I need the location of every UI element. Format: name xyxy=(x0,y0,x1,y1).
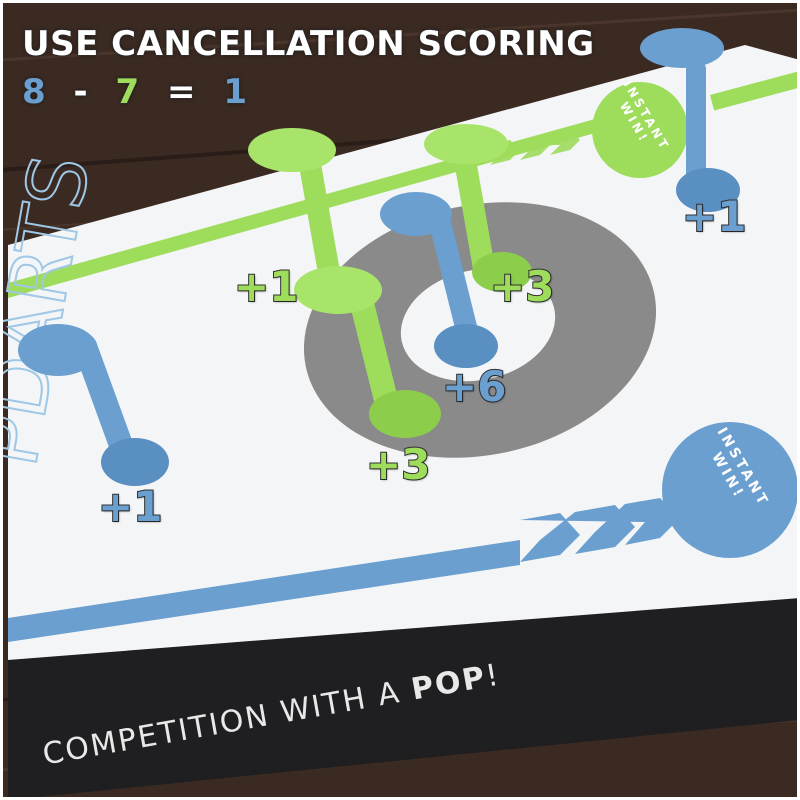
instant-win-circle-top xyxy=(592,82,688,178)
score-blue-left: +1 xyxy=(97,481,163,532)
green-dart-center xyxy=(424,124,532,292)
green-total: 7 xyxy=(115,71,141,113)
score-green-left: +1 xyxy=(233,261,299,312)
board-side xyxy=(8,595,800,800)
blue-dart-left xyxy=(18,324,169,486)
blue-chevrons xyxy=(520,498,680,562)
blue-dart-center xyxy=(380,192,498,368)
result: 1 xyxy=(223,71,249,113)
instant-win-circle-bottom xyxy=(662,422,798,558)
green-dart-lower xyxy=(294,266,441,438)
scoring-equation: 8 - 7 = 1 xyxy=(21,71,262,113)
score-green-lower: +3 xyxy=(365,439,431,490)
blue-dart-top-right xyxy=(640,28,740,212)
blue-stripe xyxy=(8,540,520,642)
green-dart-left xyxy=(248,128,343,297)
blue-total: 8 xyxy=(21,71,47,113)
score-green-center: +3 xyxy=(489,261,555,312)
score-blue-center: +6 xyxy=(441,361,507,412)
equals-sign: = xyxy=(166,71,197,113)
minus-sign: - xyxy=(73,71,89,113)
green-chevrons xyxy=(490,130,580,165)
score-blue-top-right: +1 xyxy=(681,191,747,242)
headline: USE CANCELLATION SCORING xyxy=(21,23,595,65)
